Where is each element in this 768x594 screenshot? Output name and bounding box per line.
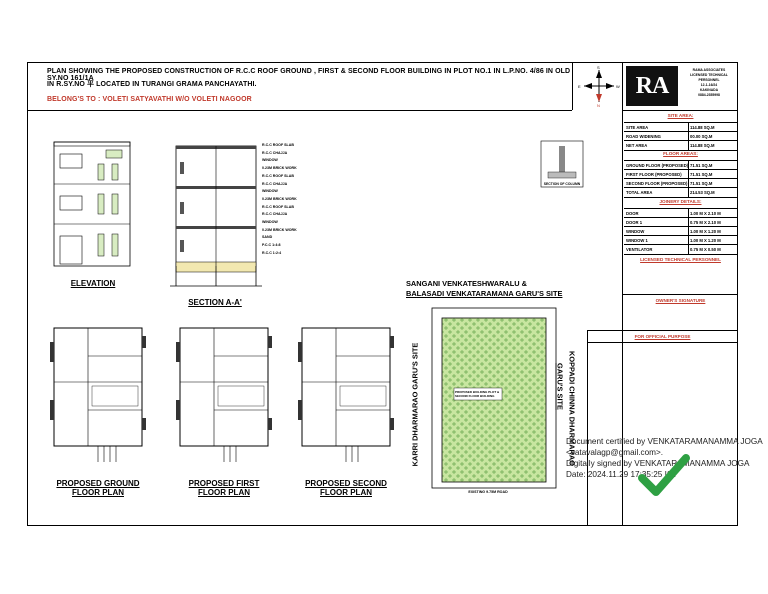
- owner-signature-heading: OWNER'S SIGNATURE: [655, 298, 706, 303]
- logo-mark: RA: [635, 73, 670, 99]
- column-section-drawing: [540, 140, 584, 188]
- elevation-label: ELEVATION: [70, 279, 116, 288]
- building-note: PROPOSED BUILDING PLOT & SECOND FLOOR BU…: [455, 390, 500, 398]
- ground-floor-plan: [50, 327, 146, 462]
- checkmark-icon: [638, 454, 690, 496]
- road-label: EXISTING 9.75M ROAD: [468, 490, 508, 494]
- firm-details: RAMA ASSOCIATES LICENSED TECHNICAL PERSO…: [681, 68, 737, 98]
- signature-line-1: Document certified by VENKATARAMANAMMA J…: [566, 437, 763, 446]
- site-east-label-2: GARU'S SITE: [555, 363, 565, 410]
- floor-area-row: SECOND FLOOR (PROPOSED)71.51 SQ.M: [624, 178, 737, 188]
- column-section-label: SECTION OF COLUMN: [543, 182, 581, 186]
- compass-e: E: [578, 84, 581, 89]
- firm-phone: 0884-2355998: [698, 93, 720, 97]
- section-drawing: [170, 145, 262, 287]
- signature-line-4: Date: 2024.11.29 17:35:25 IST: [566, 470, 678, 479]
- compass-w: W: [616, 84, 620, 89]
- site-plan: [431, 307, 557, 489]
- elevation-drawing: [53, 141, 131, 267]
- signature-line-2: <satavalagp@gmail.com>.: [566, 448, 664, 457]
- title-divider: [572, 62, 573, 110]
- first-floor-plan: [176, 327, 272, 462]
- second-plan-label: PROPOSED SECOND FLOOR PLAN: [305, 479, 387, 497]
- section-label: SECTION A-A': [188, 298, 242, 307]
- ground-plan-label: PROPOSED GROUND FLOOR PLAN: [56, 479, 140, 497]
- rule: [622, 294, 738, 295]
- firm-logo: RA: [626, 66, 678, 106]
- floor-areas-heading: FLOOR AREAS:: [663, 151, 698, 156]
- site-area-heading: SITE AREA:: [667, 113, 694, 118]
- first-plan-label: PROPOSED FIRST FLOOR PLAN: [188, 479, 260, 497]
- site-north-label: SANGANI VENKATESHWARALU & BALASADI VENKA…: [406, 279, 563, 298]
- licensed-personnel-heading: LICENSED TECHNICAL PERSONNEL: [640, 257, 721, 262]
- compass-n: S: [597, 65, 600, 70]
- second-floor-plan: [298, 327, 394, 462]
- official-purpose-heading: FOR OFFICIAL PURPOSE: [634, 334, 691, 339]
- section-notes: R.C.C ROOF SLAB R.C.C CHAJJA WINDOW 0.23…: [262, 143, 297, 255]
- joinery-heading: JOINERY DETAILS:: [659, 199, 702, 204]
- logo-bottom-line: [622, 110, 738, 111]
- title-line-1: PLAN SHOWING THE PROPOSED CONSTRUCTION O…: [47, 68, 571, 82]
- firm-name: RAMA ASSOCIATES: [692, 68, 726, 72]
- floor-area-row: GROUND FLOOR (PROPOSED)71.51 SQ.M: [624, 160, 737, 170]
- firm-line-4: KAKINADA: [699, 88, 719, 92]
- belongs-to: BELONG'S TO : VOLETI SATYAVATHI W/O VOLE…: [47, 96, 252, 103]
- rule: [587, 330, 738, 331]
- firm-line-3: 12-1-16/24: [700, 83, 718, 87]
- floor-area-row: FIRST FLOOR (PROPOSED)71.51 SQ.M: [624, 169, 737, 179]
- site-west-label: KARRI DHARMARAO GARU'S SITE: [410, 342, 420, 467]
- firm-line-2: LICENSED TECHNICAL PERSONNEL: [690, 73, 728, 82]
- compass-s: N: [597, 103, 600, 108]
- title-block: PLAN SHOWING THE PROPOSED CONSTRUCTION O…: [27, 62, 572, 111]
- title-line-2: IN R.SY.NO 平 LOCATED IN TURANGI GRAMA PA…: [47, 81, 257, 88]
- rule: [587, 342, 738, 343]
- signature-line-3: Digitally signed by VENKATARAMANAMMA JOG…: [566, 459, 750, 468]
- official-box-left: [587, 330, 588, 526]
- north-compass-icon: S N E W: [578, 65, 620, 108]
